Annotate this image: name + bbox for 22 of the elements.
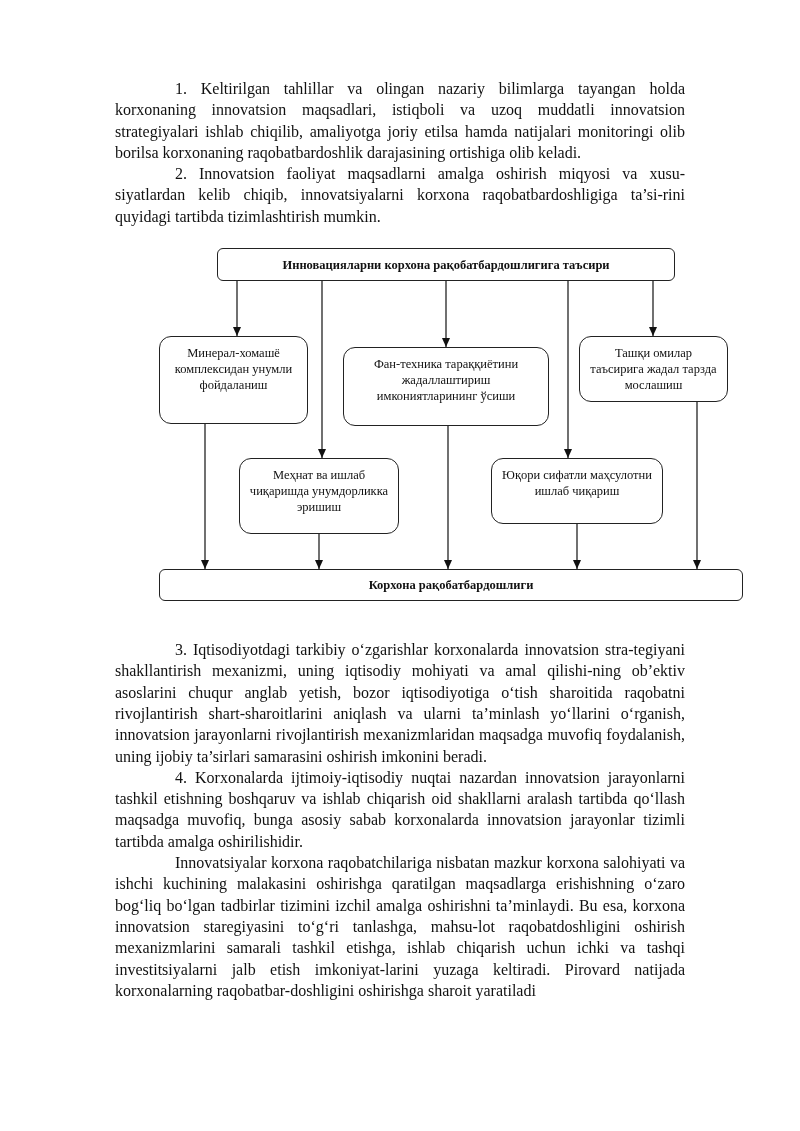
- arrow: [693, 401, 701, 570]
- paragraph: 2. Innovatsion faoliyat maqsadlarni amalga oshirish miqyosi va xusu-siyatlardan kelib chiqib, innovatsiyalarni korxona raqobatbardoshligiga ta’si-rini quyidagi tartibda tizimlashtirish mumkin.: [115, 164, 685, 228]
- process-box: Ташқи омилар таъсирига жадал тарзда мослашиш: [579, 336, 728, 403]
- paragraph: Innovatsiyalar korxona raqobatchilariga nisbatan mazkur korxona salohiyati va ishchi kuchining malakasini oshirishga qaratilgan maqsadlarga erishishning o‘zaro bog‘liq bo‘lgan tadbirlar tizimini izchil amalga oshirishni ta’minlaydi. Bu esa, korxona innovatsion staregiyasini to‘g‘ri tanlashga, mahsu-lot raqobatdoshligini oshirish mexanizmlarini samarali tashkil etishga, ishlab chiqarish uchun ichki va tashqi investitsiyalarni jalb etish imkoniyat-larini yuzaga keltiradi. Pirovard natijada korxonalarning raqobatbar-doshligini oshirishga sharoit yaratiladi: [115, 853, 685, 1002]
- process-box: Фан-техника тараққиётини жадаллаштириш имкониятларининг ўсиши: [343, 347, 549, 427]
- paragraph: 4. Korxonalarda ijtimoiy-iqtisodiy nuqtai nazardan innovatsion jarayonlarni tashkil etishning boshqaruv va ishlab chiqarish oid shakllarni aralash tartibda qo‘llash maqsadga muvofiq, bunga asosiy sabab korxonalarda innovatsion jarayonlar tizimli tartibda amalga oshirilishidir.: [115, 767, 685, 853]
- arrow: [315, 533, 323, 570]
- arrow: [444, 425, 452, 570]
- process-box: Меҳнат ва ишлаб чиқаришда унумдорликка эришиш: [239, 458, 399, 535]
- arrow: [318, 280, 326, 459]
- arrow: [649, 280, 657, 337]
- paragraph: 1. Keltirilgan tahlillar va olingan nazariy bilimlarga tayangan holda korxonaning innovatsion maqsadlari, istiqboli va uzoq muddatli innovatsion strategiyalari ishlab chiqilib, amaliyotga joriy etilsa hamda natijalari monitoringi olib borilsa korxonaning raqobatbardoshlik darajasining ortishiga olib keladi.: [115, 79, 685, 164]
- paragraph: 3. Iqtisodiyotdagi tarkibiy o‘zgarishlar korxonalarda innovatsion stra-tegiyani shakllantirish mexanizmi, uning iqtisodiy mohiyati va amal qilishi-ning ob’ektiv asoslarini chuqur anglab yetish, bozor iqtisodiyotiga o‘tish sharoitida raqobatni rivojlantirish shart-sharoitlarini aniqlash va ularni ta’minlash yo‘llarini o‘rganish, innovatsion jarayonlarni rivojlantirish mexanizmlaridan maqsadga muvofiq foydalanish, uning ijobiy ta’sirlari samarasini oshirish imkonini beradi.: [115, 640, 685, 767]
- process-box: Минерал-хомашё комплексидан унумли фойдаланиш: [159, 336, 308, 425]
- arrow: [201, 423, 209, 570]
- process-box: Юқори сифатли маҳсулотни ишлаб чиқариш: [491, 458, 663, 525]
- arrow: [573, 523, 581, 570]
- heading-box: Корхона рақобатбардошлиги: [159, 569, 743, 602]
- arrow: [442, 280, 450, 348]
- arrow: [233, 280, 241, 337]
- heading-box: Инновацияларни корхона рақобатбардошлигига таъсири: [217, 248, 675, 282]
- arrow: [564, 280, 572, 459]
